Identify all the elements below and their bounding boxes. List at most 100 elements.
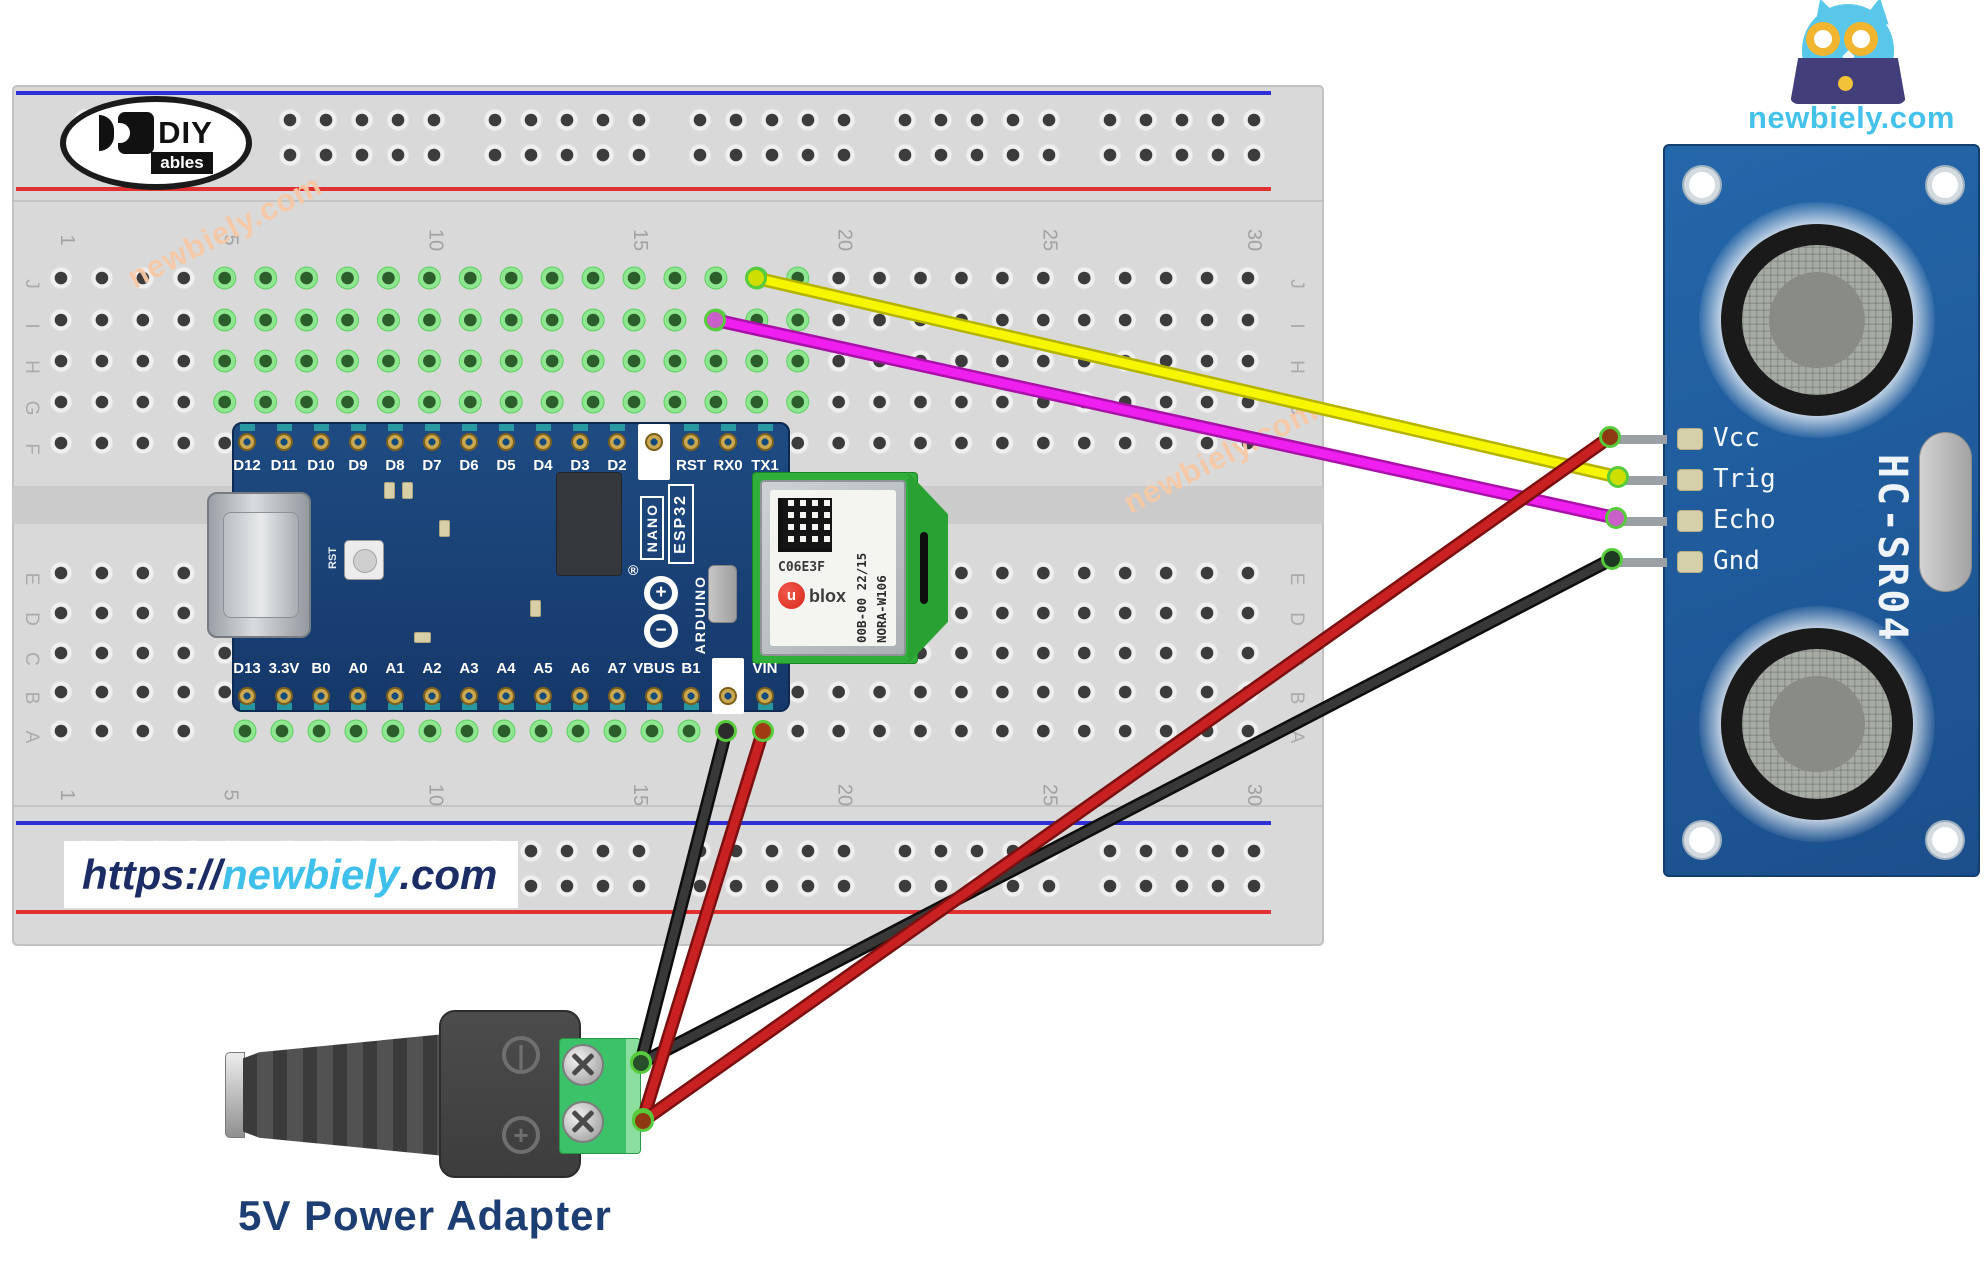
hole-center — [1037, 646, 1050, 660]
hole-center — [391, 148, 405, 162]
hole-center — [177, 646, 191, 660]
hole-center — [996, 566, 1009, 580]
hole-center — [729, 879, 743, 893]
hole-center — [95, 566, 109, 580]
sensor-pin-label: Echo — [1713, 505, 1776, 535]
hole-center — [996, 606, 1009, 620]
hole-center — [832, 724, 845, 738]
hole-center — [300, 313, 313, 327]
hole-center — [504, 354, 518, 368]
hole-center — [1103, 113, 1117, 127]
mounting-hole — [1684, 167, 1720, 203]
row-letter: C — [21, 652, 42, 666]
hole-center — [596, 879, 610, 893]
row-letter: B — [21, 692, 42, 705]
smd-component — [402, 482, 413, 499]
hole-center — [382, 395, 395, 409]
module-vtext1: 00B-00 22/15 — [854, 552, 869, 643]
transducer-core — [1769, 676, 1865, 772]
arduino-pin-label: 3.3V — [268, 660, 300, 677]
hole-center — [750, 395, 764, 409]
hole-center — [1241, 271, 1255, 285]
arduino-pin — [312, 687, 330, 705]
arduino-pin — [349, 687, 367, 705]
hole-center — [1037, 724, 1050, 738]
arduino-pin-label: B1 — [681, 660, 701, 677]
hole-center — [341, 271, 354, 285]
arduino-pin-label: A3 — [459, 660, 479, 677]
hole-center — [1037, 395, 1050, 409]
hole-center — [765, 113, 779, 127]
column-number: 15 — [629, 784, 651, 806]
power-adapter: | + — [225, 1000, 655, 1190]
smd-component — [384, 482, 395, 499]
mounting-hole — [1927, 167, 1963, 203]
diyables-glyph-icon — [118, 112, 155, 154]
hole-center — [545, 395, 559, 409]
diyables-logo-text: DIY — [158, 115, 213, 150]
hole-center — [791, 354, 805, 368]
hole-center — [1037, 566, 1050, 580]
hole-center — [801, 844, 815, 858]
arduino-pin — [608, 433, 626, 451]
arduino-pin — [460, 433, 478, 451]
hole-center — [1037, 606, 1050, 620]
hole-center — [996, 685, 1009, 699]
hole-center — [627, 395, 641, 409]
hole-center — [1103, 879, 1117, 893]
hole-center — [423, 395, 436, 409]
arduino-pin — [275, 433, 293, 451]
hole-center — [832, 685, 845, 699]
reset-label: RST — [327, 547, 339, 569]
hole-center — [1006, 113, 1020, 127]
hole-center — [765, 879, 779, 893]
mounting-hole — [1927, 822, 1963, 858]
hole-center — [136, 271, 150, 285]
hole-center — [668, 395, 682, 409]
hole-center — [693, 879, 707, 893]
hole-center — [218, 313, 232, 327]
hole-center — [1077, 354, 1091, 368]
hole-center — [729, 844, 743, 858]
hole-center — [319, 148, 333, 162]
hole-center — [791, 313, 805, 327]
module-label: C06E3F u blox 00B-00 22/15 NORA-W106 — [770, 490, 896, 646]
sensor-pin — [1615, 435, 1667, 444]
hole-center — [914, 395, 927, 409]
row-letter: I — [1286, 323, 1307, 328]
hole-center — [488, 113, 502, 127]
hole-center — [970, 148, 984, 162]
arduino-pin — [497, 433, 515, 451]
arduino-pin — [423, 433, 441, 451]
hole-center — [765, 844, 779, 858]
hole-center — [1241, 354, 1255, 368]
hole-center — [709, 271, 723, 285]
hole-center — [970, 879, 984, 893]
terminal-screw — [562, 1044, 604, 1086]
hole-center — [1037, 313, 1050, 327]
arduino-pin — [238, 687, 256, 705]
sensor-pin — [1615, 558, 1667, 567]
column-number: 30 — [1243, 784, 1265, 806]
hole-center — [275, 724, 289, 738]
hole-center — [545, 313, 559, 327]
arduino-pin-label: A4 — [496, 660, 516, 677]
hole-center — [709, 313, 723, 327]
hole-center — [423, 313, 436, 327]
hole-center — [1211, 148, 1225, 162]
hole-center — [801, 148, 815, 162]
hole-center — [218, 685, 232, 699]
hole-center — [341, 354, 354, 368]
sensor-pin-pad — [1677, 469, 1703, 491]
hole-center — [791, 271, 805, 285]
hole-center — [95, 606, 109, 620]
hole-center — [791, 436, 805, 450]
hole-center — [177, 724, 191, 738]
hole-center — [349, 724, 363, 738]
hole-center — [524, 879, 538, 893]
hole-center — [1118, 313, 1132, 327]
hole-center — [801, 113, 815, 127]
hole-center — [791, 395, 805, 409]
hole-center — [1247, 844, 1261, 858]
